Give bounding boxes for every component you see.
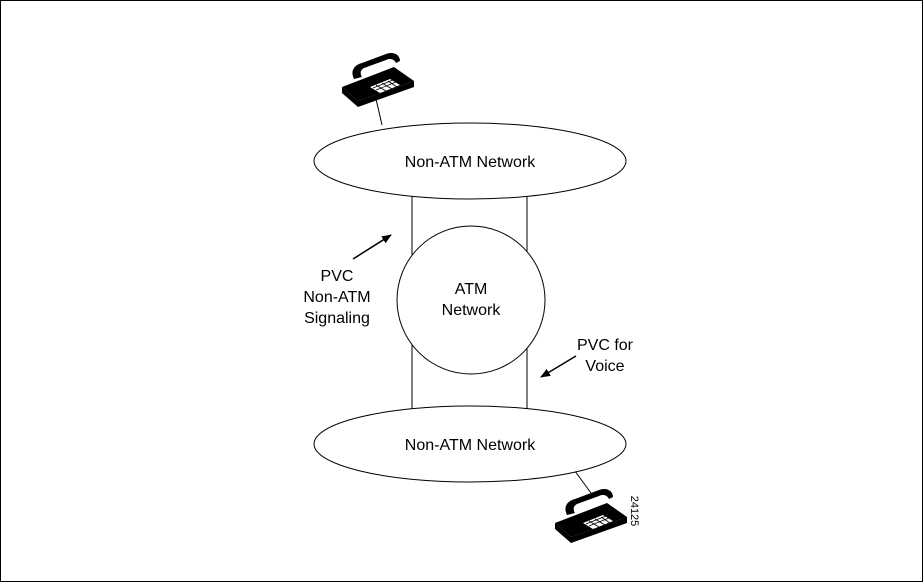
atm-network-label-line2: Network (442, 302, 502, 319)
bottom-network-label: Non-ATM Network (405, 437, 536, 454)
left-annotation-line2: Non-ATM (303, 289, 370, 306)
right-annotation-line1: PVC for (577, 337, 634, 354)
left-arrow (352, 234, 392, 260)
telephone-icon (342, 52, 414, 107)
telephone-icon (555, 488, 627, 543)
top-phone-cord (375, 98, 383, 126)
left-annotation-line3: Signaling (304, 310, 370, 327)
atm-network (396, 225, 546, 375)
right-annotation-line2: Voice (585, 358, 624, 375)
top-non-atm-network (313, 122, 627, 200)
bottom-non-atm-network (313, 405, 627, 483)
figure-id: 24125 (628, 496, 640, 527)
right-arrow (540, 355, 577, 378)
top-network-label: Non-ATM Network (405, 154, 536, 171)
atm-network-label-line1: ATM (455, 281, 488, 298)
left-annotation-line1: PVC (321, 268, 354, 285)
